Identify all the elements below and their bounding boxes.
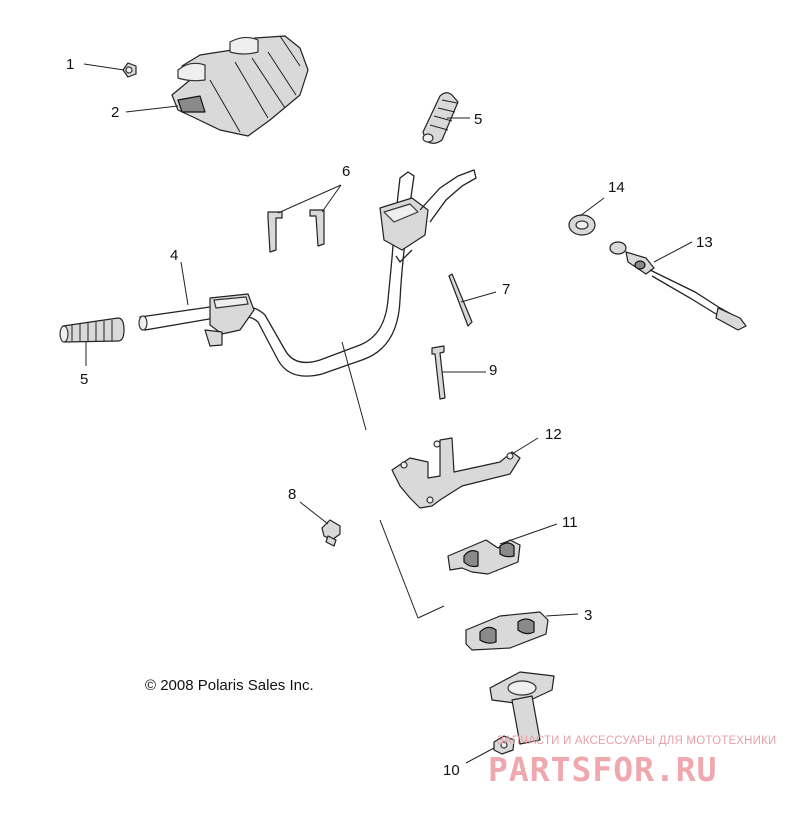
part-11-upper-clamp bbox=[447, 539, 521, 575]
part-13-cable bbox=[609, 241, 747, 331]
callout-numbers: 1 2 5 6 14 13 4 7 5 9 12 8 11 3 10 bbox=[66, 56, 713, 779]
callout-14: 14 bbox=[608, 179, 625, 196]
callout-6: 6 bbox=[342, 163, 350, 180]
part-2-handlebar-cover bbox=[171, 35, 309, 137]
left-brake-lever-assembly bbox=[204, 293, 255, 347]
callout-11: 11 bbox=[562, 514, 578, 531]
part-5-right-grip bbox=[422, 92, 459, 144]
callout-5-left: 5 bbox=[80, 371, 88, 388]
right-control-housing bbox=[379, 169, 477, 264]
part-6-brackets bbox=[267, 209, 325, 253]
callout-12: 12 bbox=[545, 426, 562, 443]
part-7-cable-tie bbox=[448, 273, 473, 327]
callout-13: 13 bbox=[696, 234, 713, 251]
callout-10: 10 bbox=[443, 762, 460, 779]
part-8-bolt bbox=[321, 519, 341, 547]
leader-lines bbox=[83, 63, 693, 764]
callout-3: 3 bbox=[584, 607, 592, 624]
callout-8: 8 bbox=[288, 486, 296, 503]
callout-4: 4 bbox=[170, 247, 178, 264]
part-14-grommet bbox=[568, 214, 596, 236]
part-9-pin bbox=[431, 345, 446, 400]
watermark-tagline: ЗАПЧАСТИ И АКСЕССУАРЫ ДЛЯ МОТОТЕХНИКИ bbox=[497, 735, 777, 747]
callout-1: 1 bbox=[66, 56, 74, 73]
steering-post bbox=[489, 671, 555, 745]
callout-2: 2 bbox=[111, 104, 119, 121]
watermark-logo: PARTSFOR.RU bbox=[488, 750, 718, 789]
part-1-push-rivet bbox=[122, 62, 137, 78]
callout-9: 9 bbox=[489, 362, 497, 379]
part-3-lower-clamp bbox=[465, 611, 549, 651]
callout-7: 7 bbox=[502, 281, 510, 298]
part-5-left-grip bbox=[59, 317, 125, 343]
part-12-bracket bbox=[391, 437, 521, 509]
part-4-handlebar bbox=[138, 171, 415, 377]
copyright-notice: © 2008 Polaris Sales Inc. bbox=[145, 677, 314, 694]
callout-5-top: 5 bbox=[474, 111, 482, 128]
part-10-nut bbox=[493, 735, 515, 755]
